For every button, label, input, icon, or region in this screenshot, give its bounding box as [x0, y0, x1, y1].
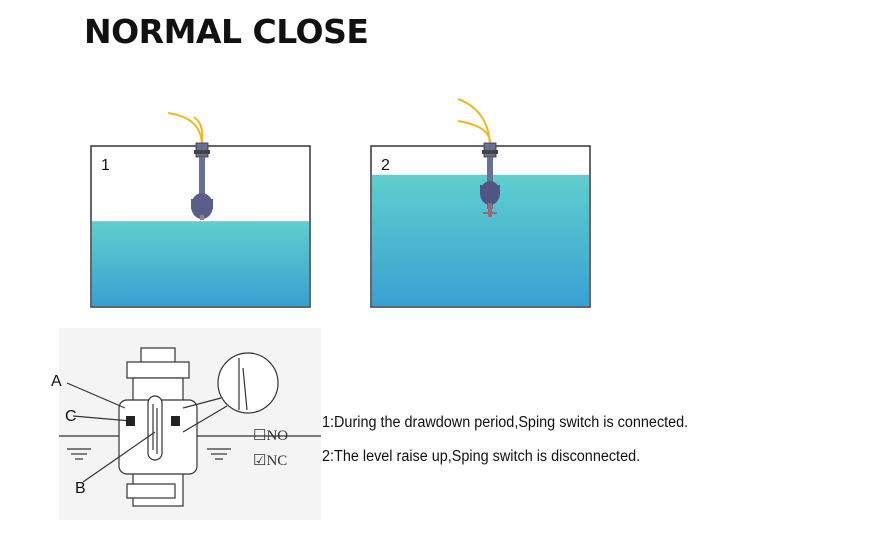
legend-item: ☐NO	[253, 426, 288, 445]
float-switch-icon	[480, 142, 500, 217]
magnet-right	[171, 416, 180, 426]
float-switch-icon	[191, 142, 213, 220]
water-body	[92, 221, 309, 306]
tank-panel-2: 2	[370, 95, 592, 309]
cable-wire	[457, 98, 491, 148]
callout-label: B	[75, 480, 86, 497]
magnet-left	[126, 416, 135, 426]
schematic-drawing	[59, 328, 321, 520]
tank-diagram-1	[90, 112, 311, 308]
tank-panel-1: 1	[90, 95, 312, 309]
panel-label: 1	[101, 157, 110, 174]
legend-text: NO	[266, 428, 289, 444]
page-title: NORMAL CLOSE	[84, 12, 369, 51]
legend-text: NC	[266, 453, 288, 469]
note-line: 1:During the drawdown period,Sping switc…	[322, 414, 689, 431]
checkbox-empty-icon: ☐	[253, 428, 267, 444]
legend-item: ☑NC	[253, 451, 287, 470]
cable-wire	[167, 112, 203, 148]
note-line: 2:The level raise up,Sping switch is dis…	[322, 448, 641, 465]
tank-diagram-2	[370, 98, 591, 308]
switch-schematic: A C B ☐NO ☑NC	[51, 328, 321, 520]
checkbox-checked-icon: ☑	[253, 453, 267, 469]
callout-label: A	[51, 373, 62, 390]
callout-label: C	[65, 408, 77, 425]
panel-label: 2	[381, 157, 390, 174]
